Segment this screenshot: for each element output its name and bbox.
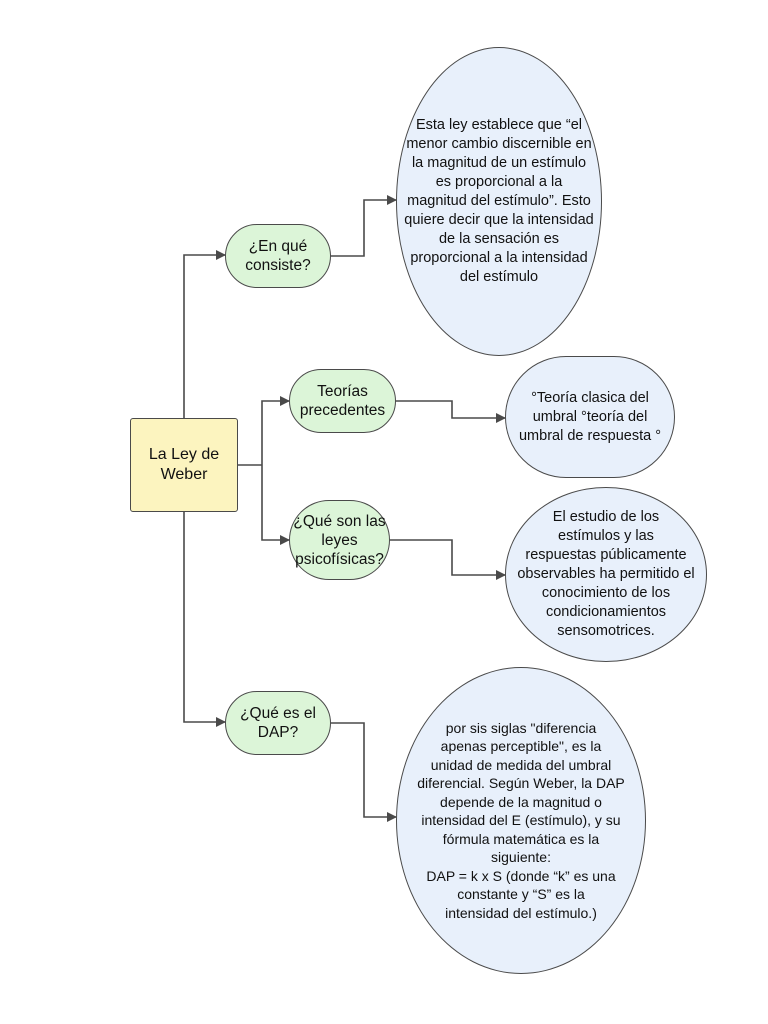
question-node-leyes-psicofisicas: ¿Qué son las leyes psicofísicas? [289, 500, 390, 580]
answer-text: °Teoría clasica del umbral °teoría del u… [518, 389, 661, 444]
question-label: ¿En qué consiste? [245, 238, 311, 274]
answer-node-teorias-precedentes: °Teoría clasica del umbral °teoría del u… [505, 356, 675, 478]
answer-text: Esta ley establece que “el menor cambio … [404, 117, 594, 285]
answer-text: El estudio de los estímulos y las respue… [517, 509, 695, 639]
question-label: ¿Qué es el DAP? [240, 705, 316, 741]
connector-root-q4 [183, 512, 226, 727]
root-node-ley-de-weber: La Ley de Weber [130, 418, 238, 512]
connector-q4-a4 [331, 722, 397, 822]
question-label: Teorías precedentes [299, 383, 386, 419]
connector-q3-a3 [390, 539, 506, 580]
question-node-teorias-precedentes: Teorías precedentes [289, 369, 396, 433]
answer-node-en-que-consiste: Esta ley establece que “el menor cambio … [396, 47, 602, 356]
answer-node-que-es-el-dap: por sis siglas "diferencia apenas percep… [396, 667, 646, 974]
connector-root-q1 [183, 250, 226, 418]
question-node-en-que-consiste: ¿En qué consiste? [225, 224, 331, 288]
connector-root-q2 [261, 396, 290, 465]
question-node-que-es-el-dap: ¿Qué es el DAP? [225, 691, 331, 755]
connector-q1-a1 [331, 195, 397, 257]
answer-node-leyes-psicofisicas: El estudio de los estímulos y las respue… [505, 487, 707, 662]
connector-root-q3 [261, 465, 290, 545]
question-label: ¿Qué son las leyes psicofísicas? [293, 512, 386, 568]
root-label: La Ley de Weber [148, 446, 220, 483]
answer-text: por sis siglas "diferencia apenas percep… [417, 719, 625, 921]
connector-q2-a2 [396, 400, 506, 423]
